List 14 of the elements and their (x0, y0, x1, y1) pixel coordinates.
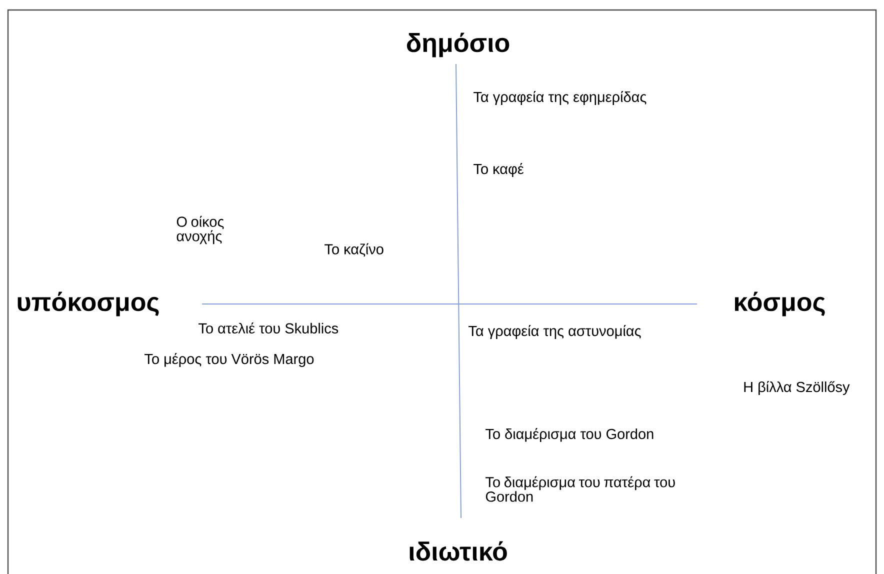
axis-label: ιδιωτικό (410, 541, 507, 561)
axis-label: κόσμος (735, 292, 825, 316)
place-label: Το καφέ (474, 163, 524, 177)
place-label: Τα γραφεία της εφημερίδας (474, 91, 646, 105)
place-label: Το διαμέρισμα του πατέρα του Gordon (486, 476, 675, 502)
axis-label: δημόσιο (406, 32, 510, 58)
place-label: Το διαμέρισμα του Gordon (486, 428, 654, 442)
place-label: Ο οίκος ανοχής (176, 216, 224, 244)
place-label: Το ατελιέ του Skublics (198, 322, 338, 334)
place-label: Το μέρος του Vörös Margo (144, 353, 314, 367)
place-label: Το καζίνο (324, 243, 384, 257)
place-label: Τα γραφεία της αστυνομίας (468, 325, 641, 339)
place-label: Η βίλλα Szöllősy (744, 381, 850, 395)
axis-label: υπόκοσμος (18, 292, 159, 316)
